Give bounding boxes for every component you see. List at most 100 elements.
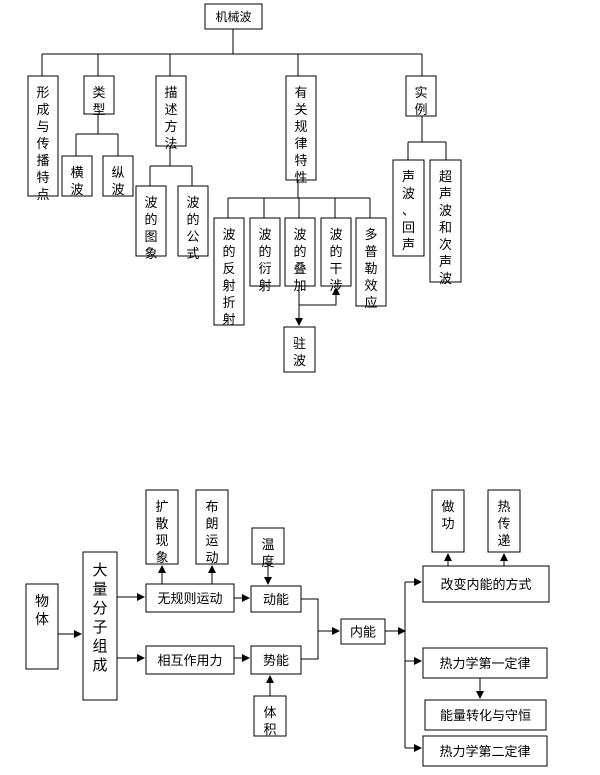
- change-ways-box: [422, 565, 550, 603]
- type-transverse: 横波: [61, 155, 93, 198]
- internal-energy-label: 内能: [350, 624, 376, 640]
- diffusion-label: 扩散现象: [155, 500, 168, 566]
- rule-doppler: 多普勒效应: [355, 217, 387, 311]
- example-sound-box: [392, 159, 425, 257]
- cat-rules: 有关规律特性: [285, 75, 317, 186]
- change-ways: 改变内能的方式: [422, 565, 550, 603]
- potential-energy: 势能: [250, 645, 302, 675]
- rule-diffraction-box: [249, 217, 281, 287]
- potential-energy-label: 势能: [263, 653, 289, 669]
- kinetic-energy: 动能: [250, 585, 302, 613]
- cat-methods: 描述方法: [155, 75, 187, 152]
- kinetic-energy-box: [250, 585, 302, 613]
- volume-box: [253, 695, 287, 737]
- internal-energy: 内能: [340, 618, 386, 645]
- brownian-motion: 布朗运动: [195, 489, 229, 566]
- rule-reflection: 波的反射折射: [213, 217, 245, 328]
- volume-label: 体积: [263, 706, 276, 738]
- example-ultrasound-label: 超声波和次声波: [439, 170, 452, 287]
- second-law: 热力学第二定律: [422, 735, 548, 767]
- type-longitudinal-box: [102, 155, 134, 197]
- heat-transfer-label: 热传递: [497, 500, 510, 549]
- diffusion-box: [145, 489, 179, 565]
- rule-interference-label: 波的干涉: [329, 228, 342, 294]
- rule-interference-box: [320, 217, 352, 287]
- root-mechanical-wave-label: 机械波: [215, 9, 251, 24]
- example-sound-label: 声波、回声: [402, 170, 415, 253]
- temperature: 温度: [251, 527, 285, 570]
- example-sound: 声波、回声: [392, 159, 425, 257]
- rule-doppler-label: 多普勒效应: [364, 227, 377, 311]
- first-law-box: [422, 647, 548, 679]
- brownian-motion-label: 布朗运动: [205, 500, 218, 566]
- second-law-box: [422, 735, 548, 767]
- rule-diffraction-label: 波的衍射: [258, 228, 271, 294]
- kinetic-to-internal: [301, 598, 319, 660]
- cat-methods-label: 描述方法: [164, 86, 177, 152]
- molecules-label: 大量分子组成: [92, 561, 107, 674]
- temperature-box: [251, 527, 285, 565]
- rule-reflection-label: 波的反射折射: [222, 228, 235, 328]
- rule-standing-wave: 驻波: [283, 326, 316, 373]
- first-law: 热力学第一定律: [422, 647, 548, 679]
- connector-lines: [41, 29, 508, 752]
- molecules: 大量分子组成: [82, 551, 118, 701]
- random-motion-label: 无规则运动: [157, 592, 222, 607]
- diffusion: 扩散现象: [145, 489, 179, 566]
- cat-rules-box: [285, 75, 317, 181]
- rule-superposition-label: 波的叠加: [293, 228, 306, 294]
- method-graph-box: [135, 185, 167, 257]
- method-formula-label: 波的公式: [186, 196, 199, 262]
- cat-examples-box: [405, 75, 437, 117]
- type-transverse-label: 横波: [70, 166, 83, 198]
- superposition-to-interference: [299, 287, 340, 306]
- second-law-label: 热力学第二定律: [439, 744, 530, 760]
- rule-standing-wave-box: [283, 326, 316, 373]
- rule-superposition-box: [284, 217, 316, 287]
- volume: 体积: [253, 695, 287, 738]
- rule-superposition: 波的叠加: [284, 217, 316, 294]
- interaction-force-label: 相互作用力: [157, 654, 222, 669]
- cat-examples-label: 实例: [414, 86, 427, 118]
- internal-energy-box: [340, 618, 386, 645]
- heat-transfer: 热传递: [487, 489, 521, 553]
- object-box: [25, 583, 59, 670]
- rule-reflection-box: [213, 217, 245, 326]
- object: 物体: [25, 583, 59, 670]
- root-mechanical-wave: 机械波: [204, 3, 263, 30]
- cat-types-box: [83, 75, 115, 115]
- type-longitudinal: 纵波: [102, 155, 134, 198]
- temperature-label: 温度: [261, 538, 274, 570]
- energy-conservation-label: 能量转化与守恒: [440, 709, 531, 724]
- random-motion-box: [145, 583, 235, 613]
- cat-types-label: 类型: [92, 86, 105, 118]
- method-formula-box: [177, 185, 209, 257]
- interaction-force-box: [145, 645, 235, 675]
- rule-diffraction: 波的衍射: [249, 217, 281, 294]
- rule-doppler-box: [355, 217, 387, 307]
- root-mechanical-wave-box: [204, 3, 263, 30]
- cat-methods-box: [155, 75, 187, 147]
- cat-rules-label: 有关规律特性: [294, 86, 307, 186]
- object-label: 物体: [35, 594, 49, 628]
- rule-interference: 波的干涉: [320, 217, 352, 294]
- molecules-box: [82, 551, 118, 701]
- method-formula: 波的公式: [177, 185, 209, 262]
- example-ultrasound-box: [429, 159, 462, 283]
- random-motion: 无规则运动: [145, 583, 235, 613]
- interaction-force: 相互作用力: [145, 645, 235, 675]
- kinetic-energy-label: 动能: [263, 593, 289, 608]
- type-transverse-box: [61, 155, 93, 197]
- method-graph-label: 波的图象: [144, 196, 157, 262]
- work-box: [431, 489, 465, 553]
- work-label: 做功: [441, 500, 454, 532]
- first-law-label: 热力学第一定律: [439, 656, 530, 672]
- cat-formation-label: 形成与传播特点: [36, 86, 49, 203]
- heat-transfer-box: [487, 489, 521, 553]
- potential-energy-box: [250, 645, 302, 675]
- cat-formation-box: [27, 75, 59, 197]
- method-graph: 波的图象: [135, 185, 167, 262]
- cat-formation: 形成与传播特点: [27, 75, 59, 203]
